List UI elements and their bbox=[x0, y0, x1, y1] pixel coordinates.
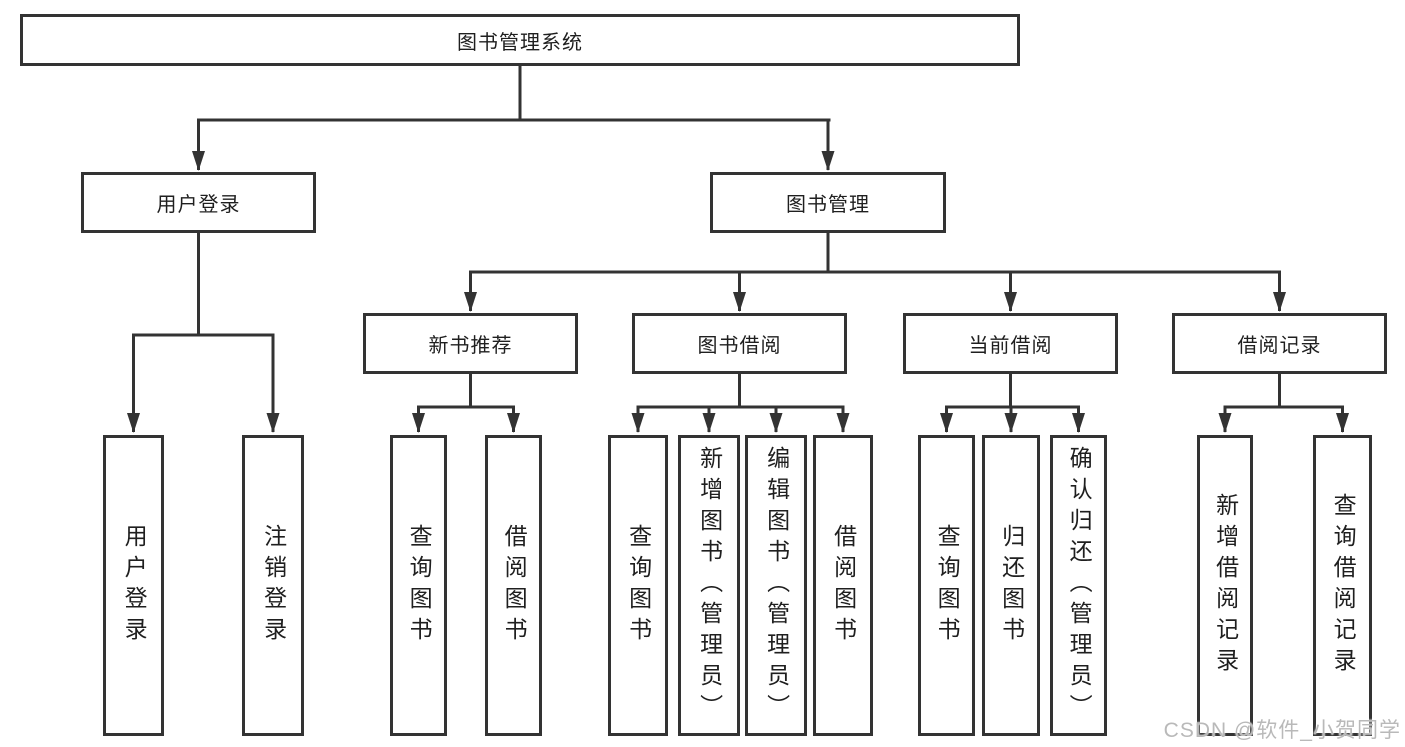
connector-group-new-book bbox=[412, 374, 520, 433]
node-label: 注销登录 bbox=[260, 523, 287, 648]
node-label: 借阅图书 bbox=[501, 523, 528, 648]
node-label: 图书管理系统 bbox=[457, 31, 583, 54]
connector-group-user-login bbox=[127, 233, 280, 433]
node-leaf-query-borrow-record: 查询借阅记录 bbox=[1313, 435, 1372, 736]
node-leaf-query-books-recommend: 查询图书 bbox=[390, 435, 447, 736]
node-leaf-add-books-admin: 新增图书（管理员） bbox=[678, 435, 740, 736]
node-leaf-query-books-current: 查询图书 bbox=[918, 435, 975, 736]
node-leaf-edit-books-admin: 编辑图书（管理员） bbox=[745, 435, 807, 736]
node-leaf-borrow-books-recommend: 借阅图书 bbox=[485, 435, 542, 736]
node-label: 借阅图书 bbox=[830, 523, 857, 648]
connector-group-root bbox=[192, 66, 835, 171]
node-label: 查询图书 bbox=[625, 523, 652, 648]
node-label: 图书借阅 bbox=[697, 335, 782, 357]
connector-group-book-borrow bbox=[631, 374, 850, 433]
node-label: 图书管理 bbox=[786, 194, 870, 216]
node-leaf-return-books: 归还图书 bbox=[982, 435, 1040, 736]
watermark: CSDN @软件_小贺同学 bbox=[1163, 719, 1401, 742]
node-label: 编辑图书（管理员） bbox=[763, 446, 790, 725]
connector-group-current-borrow bbox=[940, 374, 1085, 433]
node-leaf-logout: 注销登录 bbox=[242, 435, 304, 736]
node-leaf-borrow-books: 借阅图书 bbox=[813, 435, 873, 736]
connector-group-book-mgmt bbox=[464, 233, 1286, 312]
node-root: 图书管理系统 bbox=[20, 14, 1020, 66]
node-label: 当前借阅 bbox=[968, 335, 1053, 357]
node-leaf-confirm-return-admin: 确认归还（管理员） bbox=[1050, 435, 1107, 736]
node-label: 查询图书 bbox=[406, 523, 433, 648]
node-new-book-recommendation: 新书推荐 bbox=[363, 313, 578, 374]
node-label: 借阅记录 bbox=[1237, 335, 1322, 357]
node-label: 用户登录 bbox=[121, 523, 148, 648]
node-leaf-query-books-borrow: 查询图书 bbox=[608, 435, 668, 736]
node-label: 归还图书 bbox=[998, 523, 1025, 648]
node-current-borrowing: 当前借阅 bbox=[903, 313, 1118, 374]
node-leaf-add-borrow-record: 新增借阅记录 bbox=[1197, 435, 1253, 736]
node-borrowing-records: 借阅记录 bbox=[1172, 313, 1387, 374]
node-book-borrowing: 图书借阅 bbox=[632, 313, 847, 374]
node-label: 查询借阅记录 bbox=[1330, 492, 1357, 679]
connector-group-borrow-records bbox=[1218, 374, 1349, 433]
node-label: 查询图书 bbox=[934, 523, 961, 648]
node-user-login: 用户登录 bbox=[81, 172, 316, 233]
node-label: 新书推荐 bbox=[428, 335, 513, 357]
node-label: 新增图书（管理员） bbox=[696, 446, 723, 725]
node-book-management: 图书管理 bbox=[710, 172, 946, 233]
node-label: 确认归还（管理员） bbox=[1066, 446, 1093, 725]
node-label: 新增借阅记录 bbox=[1212, 492, 1239, 679]
node-label: 用户登录 bbox=[156, 194, 241, 216]
node-leaf-user-login: 用户登录 bbox=[103, 435, 164, 736]
